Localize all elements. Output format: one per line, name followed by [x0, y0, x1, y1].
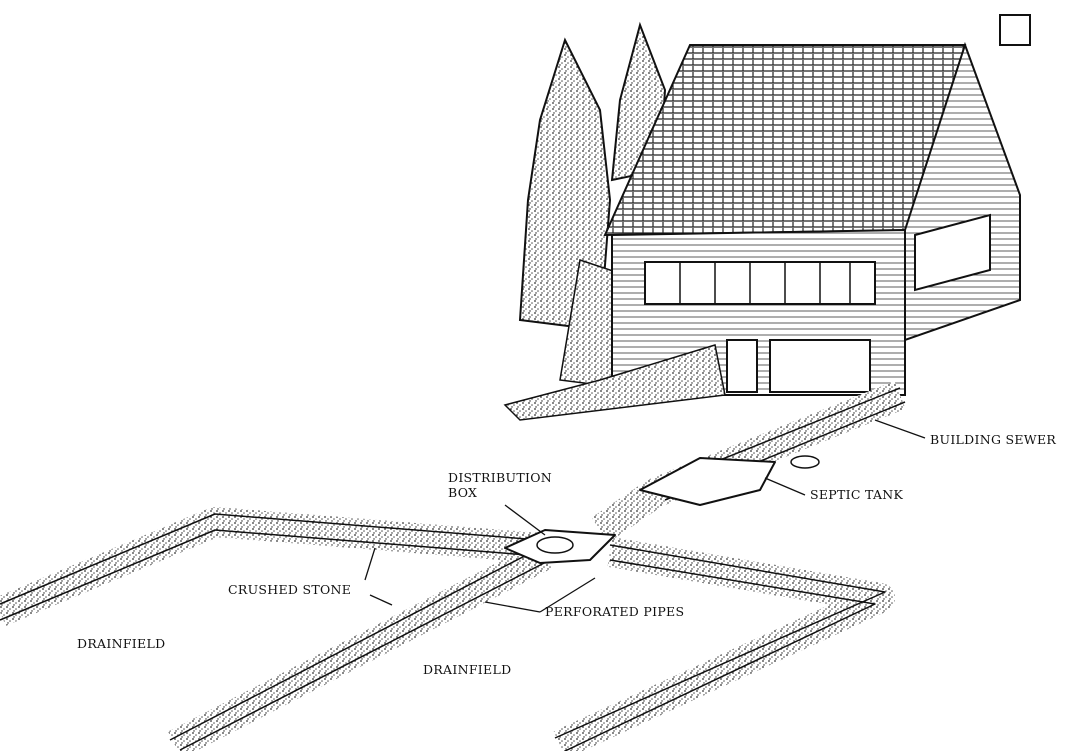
label-drainfield-center: DRAINFIELD	[423, 662, 512, 677]
label-building-sewer: BUILDING SEWER	[930, 432, 1057, 447]
label-distribution-line2: BOX	[448, 485, 478, 500]
stone-wall	[503, 344, 726, 421]
leader-lines	[364, 419, 926, 613]
front-windows	[644, 261, 876, 305]
septic-tank-shape	[639, 457, 776, 506]
door	[726, 339, 758, 393]
label-distribution-line1: DISTRIBUTION	[448, 470, 552, 485]
label-septic-tank: SEPTIC TANK	[810, 487, 904, 502]
label-distribution-box: DISTRIBUTION BOX	[448, 470, 552, 500]
house	[503, 14, 1031, 421]
trenches	[0, 381, 906, 751]
side-windows	[914, 213, 991, 292]
label-drainfield-left: DRAINFIELD	[77, 636, 166, 651]
chimney	[999, 14, 1031, 46]
garage-door	[769, 339, 871, 393]
label-perforated-pipes: PERFORATED PIPES	[545, 604, 685, 619]
label-crushed-stone: CRUSHED STONE	[228, 582, 352, 597]
